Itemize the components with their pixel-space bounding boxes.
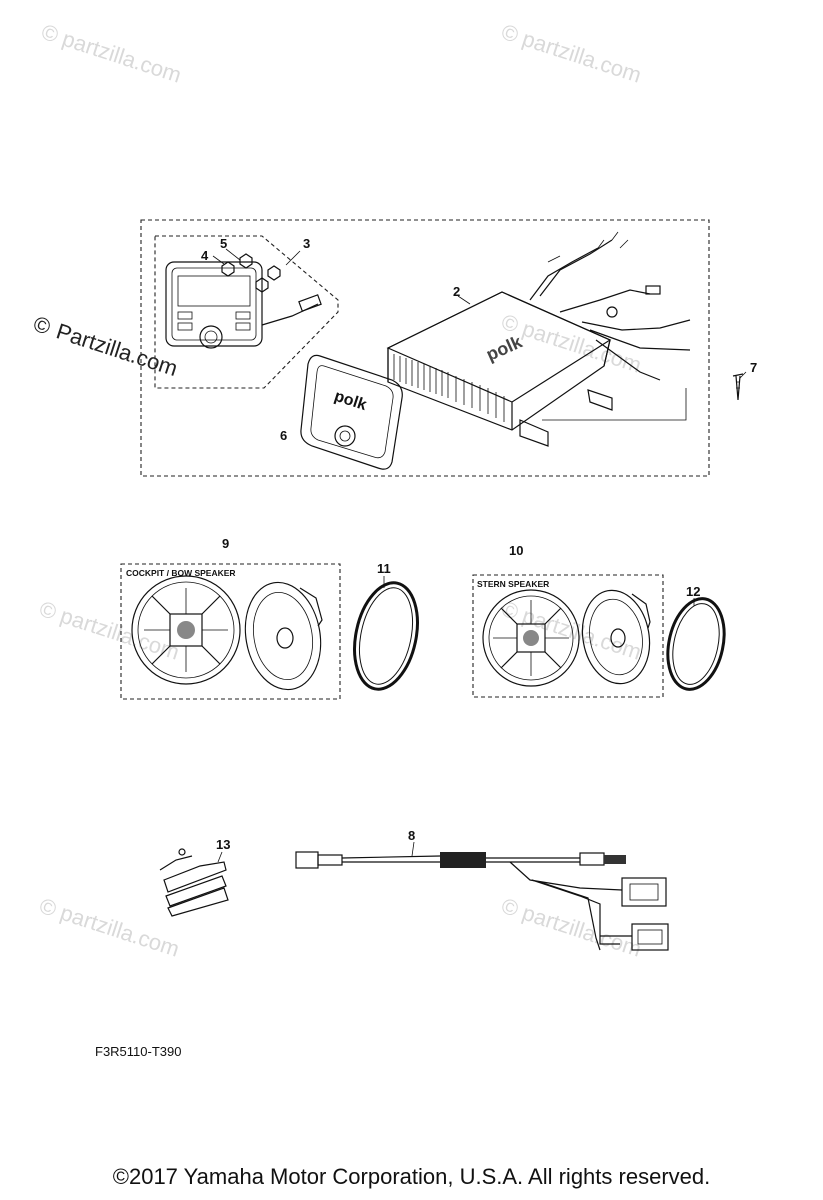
watermark-text: partzilla.com [519,26,644,88]
gasket-ring [353,581,419,691]
callout-label: 7 [750,360,757,375]
screw-icon [732,373,744,401]
watermark-symbol: © [498,19,521,48]
fuse-holder [159,848,229,917]
callout-label: 6 [280,428,287,443]
watermark-text-dark: Partzilla.com [53,318,180,381]
cockpit-kit-label: COCKPIT / BOW SPEAKER [126,568,236,578]
watermark-text: partzilla.com [57,603,182,665]
callout-label: 12 [686,584,700,599]
wiring-harness [295,851,669,951]
callout-label: 13 [216,837,230,852]
callout-label: 9 [222,536,229,551]
gasket-ring [666,597,726,691]
stern-speaker-kit: STERN SPEAKER [472,574,664,698]
diagram-code: F3R5110-T390 [95,1044,181,1059]
callout-label: 11 [377,561,391,576]
watermark-symbol: © [498,596,521,625]
stern-kit-outline [472,574,664,698]
watermark-symbol: © [36,596,59,625]
watermark-symbol-dark: © [30,311,53,340]
watermark-text: partzilla.com [57,900,182,962]
callout-label: 8 [408,828,415,843]
watermark-symbol: © [498,893,521,922]
callout-label: 2 [453,284,460,299]
nut-icon [221,253,281,293]
cockpit-speaker-kit: COCKPIT / BOW SPEAKER [120,563,341,700]
amplifier: polk [386,231,691,447]
control-head [165,261,322,349]
watermark-group: © partzilla.com © partzilla.com © partzi… [30,19,644,962]
cockpit-kit-outline [120,563,341,700]
watermark-symbol: © [38,19,61,48]
copyright-notice: ©2017 Yamaha Motor Corporation, U.S.A. A… [112,1164,711,1189]
callout-label: 5 [220,236,227,251]
watermark-text: partzilla.com [519,900,644,962]
callout-label: 3 [303,236,310,251]
callout-label: 10 [509,543,523,558]
kit-outline [140,219,710,477]
remote-bezel: polk [300,354,403,470]
speaker-driver [581,589,651,685]
speaker-grille [482,589,580,687]
watermark-symbol: © [498,309,521,338]
stern-kit-label: STERN SPEAKER [477,579,549,589]
brand-mark-remote: polk [332,388,369,414]
speaker-driver [244,581,323,691]
watermark-text: partzilla.com [519,316,644,378]
watermark-symbol: © [36,893,59,922]
callout-group: 2 3 4 5 6 7 9 10 11 12 13 8 [201,236,757,852]
head-unit-kit: polk polk [140,219,747,477]
callout-label: 4 [201,248,209,263]
speaker-grille [131,575,241,685]
watermark-text: partzilla.com [59,26,184,88]
control-unit-outline [154,235,339,389]
